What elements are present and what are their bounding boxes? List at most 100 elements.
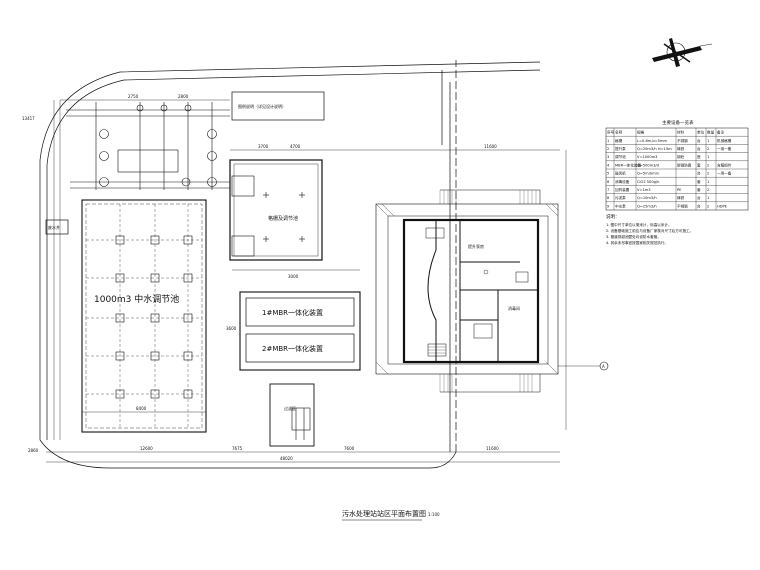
legend-header-cell: 规格 xyxy=(637,130,645,135)
legend-cell: 2 xyxy=(707,204,709,208)
legend-cell: 台 xyxy=(697,138,701,143)
dim-tank-width: 8400 xyxy=(136,406,147,411)
legend-cell: 2 xyxy=(707,163,709,167)
legend-header-cell: 数量 xyxy=(707,130,715,135)
dim-top3: 3700 xyxy=(258,144,269,149)
legend-cell: 提升泵 xyxy=(615,146,626,151)
legend-header-cell: 名称 xyxy=(615,130,623,135)
legend-header-cell: 序号 xyxy=(607,130,615,135)
legend-header-cell: 备注 xyxy=(717,130,725,135)
legend-cell: 2 xyxy=(707,188,709,192)
legend-cell: 2 xyxy=(707,172,709,176)
legend-cell: 2 xyxy=(707,147,709,151)
legend-cell: 套 xyxy=(697,162,701,167)
dim-bottom-right: 11600 xyxy=(486,446,499,451)
drawing-title-block: 污水处理站站区平面布置图 1:100 xyxy=(342,509,440,521)
legend-cell: 加药装置 xyxy=(615,187,630,192)
legend-cell: 4 xyxy=(607,163,610,167)
dim-bottom-mid1: 7675 xyxy=(232,446,243,451)
mbr2-label: 2#MBR一体化装置 xyxy=(262,344,323,353)
notes-title: 说明： xyxy=(606,213,620,220)
dim-top1: 2750 xyxy=(128,94,139,99)
site-boundary xyxy=(39,60,541,469)
legend-cell: 铸铁 xyxy=(677,146,685,151)
legend-cell: Q=5m3/min xyxy=(637,172,659,176)
legend-cell: 7 xyxy=(607,188,609,192)
equipment-room: 格栅及调节池 图例说明（详见设计说明） xyxy=(229,91,325,261)
dimension-lines xyxy=(46,99,567,463)
legend-cell: V=1m3 xyxy=(637,188,651,192)
legend-cell: 6 xyxy=(607,180,610,184)
filter-area: 过滤区 xyxy=(269,383,315,447)
dim-mbr: 3600 xyxy=(226,326,237,331)
legend-cell: 鼓风机 xyxy=(615,171,626,176)
note-1: 1. 图中尺寸单位以毫米计，标高以米计。 xyxy=(606,222,672,227)
pump-room-label: 提升泵房 xyxy=(468,243,484,249)
legend-cell: PE xyxy=(677,188,682,192)
legend-cell: 格栅 xyxy=(615,138,623,143)
equipment-room-label: 格栅及调节池 xyxy=(268,215,298,222)
mbr-units: 1#MBR一体化装置 2#MBR一体化装置 xyxy=(239,291,361,371)
legend-cell: 3 xyxy=(607,155,609,159)
dim-right-top: 11600 xyxy=(484,144,497,149)
legend-cell: 台 xyxy=(697,146,701,151)
legend-header-cell: 单位 xyxy=(697,130,705,135)
legend-cell: 机械格栅 xyxy=(717,138,732,143)
legend-cell: 套 xyxy=(697,187,701,192)
legend-cell: 2 xyxy=(607,147,609,151)
legend-cell: HDPE xyxy=(717,204,728,208)
legend-title: 主要设备一览表 xyxy=(662,119,694,126)
legend-cell: Q=500m3/d xyxy=(637,163,659,167)
legend-cell: MBR一体化装置 xyxy=(615,162,641,167)
legend-cell: 调节池 xyxy=(615,154,626,159)
legend-cell: 9 xyxy=(607,204,610,208)
legend-cell: 碳钢防腐 xyxy=(677,162,692,167)
dim-top2: 2800 xyxy=(178,94,189,99)
legend-cell: 台 xyxy=(697,171,701,176)
pipe-network xyxy=(66,102,230,190)
legend-cell: 套 xyxy=(697,179,701,184)
dim-bottom-total: 48020 xyxy=(280,456,293,461)
legend-cell: 台 xyxy=(697,203,701,208)
small-room-label: 消毒间 xyxy=(508,305,520,311)
legend-cell: 1 xyxy=(707,139,709,143)
dim-top4: 4700 xyxy=(290,144,301,149)
legend-cell: Q=25m3/h xyxy=(637,204,657,208)
mbr1-label: 1#MBR一体化装置 xyxy=(262,308,323,317)
pump-building: 提升泵房 消毒间 A xyxy=(375,189,609,393)
dimension-texts: 48020 12600 7675 7600 11600 2860 2750 28… xyxy=(22,94,499,461)
north-arrow-icon xyxy=(652,38,713,67)
legend-cell: 中水泵 xyxy=(615,203,626,208)
dim-left1: 2860 xyxy=(28,448,39,453)
tank-1000-label: 1000m3 中水调节池 xyxy=(94,293,179,305)
legend-cell: 1 xyxy=(707,180,709,184)
legend-cell: 1 xyxy=(607,139,609,143)
filter-area-label: 过滤区 xyxy=(284,405,296,411)
note-4: 4. 其余未尽事宜按国家相关规范执行。 xyxy=(606,240,668,245)
note-3: 3. 管道穿越池壁处均设防水套管。 xyxy=(606,234,661,239)
legend-cell: 一用一备 xyxy=(717,171,732,176)
legend-cell: Q=10m3/h xyxy=(637,196,657,200)
legend-cell: 污泥泵 xyxy=(615,195,626,200)
dim-bottom-left: 12600 xyxy=(140,446,153,451)
outside-well: 废水井 xyxy=(45,219,69,235)
legend-cell: 铸铁 xyxy=(677,195,685,200)
legend-cell: 一用一备 xyxy=(717,146,732,151)
legend-cell: 台 xyxy=(697,195,701,200)
legend-cell: 消毒设备 xyxy=(615,179,630,184)
legend-cell: 5 xyxy=(607,172,609,176)
legend-cell: ClO2 500g/h xyxy=(637,180,659,184)
legend-cell: V=1000m3 xyxy=(637,155,657,159)
legend-cell: 含膜组件 xyxy=(717,162,732,167)
legend-cell: L=0.8m,b=5mm xyxy=(637,139,667,143)
axis-mark: A xyxy=(602,364,605,369)
tank-1000: 1000m3 中水调节池 xyxy=(81,199,207,433)
drawing-title: 污水处理站站区平面布置图 xyxy=(342,509,426,518)
legend-cell: 不锈钢 xyxy=(677,138,688,143)
legend-cell: 不锈钢 xyxy=(677,203,688,208)
notice-text: 图例说明（详见设计说明） xyxy=(238,103,286,109)
legend-cell: Q=20m3/h H=15m xyxy=(637,147,672,151)
legend-header-cell: 材料 xyxy=(677,130,685,135)
drawing-scale: 1:100 xyxy=(428,512,440,517)
